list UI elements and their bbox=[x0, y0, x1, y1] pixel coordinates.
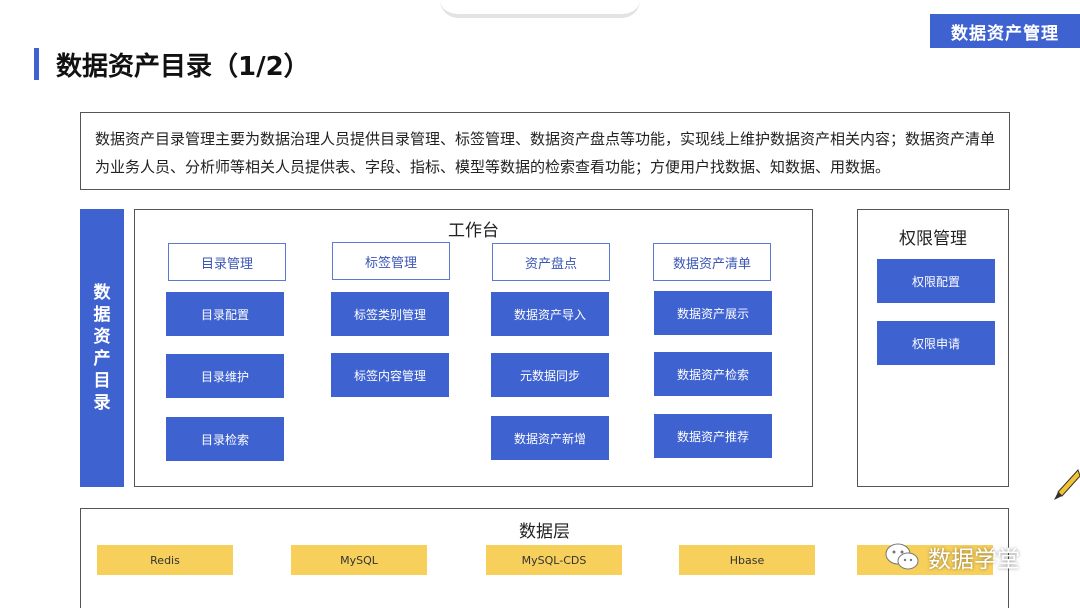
data-layer-panel: 数据层 Redis MySQL MySQL-CDS Hbase bbox=[80, 508, 1009, 608]
column-header-catalog: 目录管理 bbox=[168, 243, 286, 281]
watermark: 数据学堂 bbox=[884, 540, 1020, 574]
permission-panel: 权限管理 权限配置 权限申请 bbox=[857, 209, 1009, 487]
permission-title: 权限管理 bbox=[899, 229, 967, 249]
workbench-panel: 工作台 目录管理 目录配置 目录维护 目录检索 标签管理 标签类别管理 标签内容… bbox=[134, 209, 813, 487]
catalog-maintain-block: 目录维护 bbox=[166, 354, 284, 398]
title-accent-bar bbox=[34, 48, 39, 80]
asset-add-block: 数据资产新增 bbox=[491, 416, 609, 460]
workbench-title: 工作台 bbox=[448, 221, 499, 241]
column-header-inventory: 资产盘点 bbox=[492, 243, 610, 281]
asset-display-block: 数据资产展示 bbox=[654, 291, 772, 335]
watermark-text: 数据学堂 bbox=[928, 547, 1020, 573]
catalog-search-block: 目录检索 bbox=[166, 417, 284, 461]
permission-config-block: 权限配置 bbox=[877, 259, 995, 303]
pencil-icon bbox=[1054, 469, 1080, 500]
tag-content-block: 标签内容管理 bbox=[331, 353, 449, 397]
top-decor-tab bbox=[440, 0, 640, 18]
asset-search-block: 数据资产检索 bbox=[654, 352, 772, 396]
data-store-redis: Redis bbox=[97, 545, 233, 575]
page-title: 数据资产目录（1/2） bbox=[56, 52, 310, 82]
side-label-text: 数据资产目录 bbox=[93, 283, 111, 413]
data-store-hidden bbox=[857, 545, 993, 575]
catalog-config-block: 目录配置 bbox=[166, 292, 284, 336]
asset-recommend-block: 数据资产推荐 bbox=[654, 414, 772, 458]
wechat-icon bbox=[885, 543, 919, 570]
data-store-mysql: MySQL bbox=[291, 545, 427, 575]
column-header-tags: 标签管理 bbox=[332, 242, 450, 280]
data-store-hbase: Hbase bbox=[679, 545, 815, 575]
section-badge: 数据资产管理 bbox=[930, 14, 1080, 48]
permission-apply-block: 权限申请 bbox=[877, 321, 995, 365]
column-header-asset-list: 数据资产清单 bbox=[653, 243, 771, 281]
data-layer-title: 数据层 bbox=[519, 522, 570, 542]
tag-category-block: 标签类别管理 bbox=[331, 292, 449, 336]
metadata-sync-block: 元数据同步 bbox=[491, 353, 609, 397]
side-label: 数据资产目录 bbox=[80, 209, 124, 487]
data-store-mysql-cds: MySQL-CDS bbox=[486, 545, 622, 575]
description-box: 数据资产目录管理主要为数据治理人员提供目录管理、标签管理、数据资产盘点等功能，实… bbox=[80, 112, 1010, 190]
asset-import-block: 数据资产导入 bbox=[491, 292, 609, 336]
